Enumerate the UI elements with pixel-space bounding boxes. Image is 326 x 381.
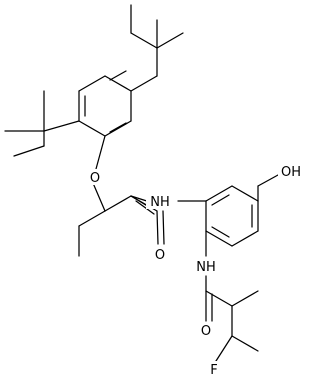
butanamide-chain	[78, 135, 165, 257]
atom-label-o-amide-upper: O	[153, 246, 167, 263]
hydroxyphenyl-ring	[177, 174, 279, 257]
ortho-tert-pentyl-group	[4, 90, 80, 157]
atom-label-nh-lower: NH	[192, 258, 220, 275]
atom-label-o-amide-lower: O	[199, 322, 213, 339]
atom-label-f: F	[207, 361, 221, 378]
atom-label-o-ether: O	[88, 169, 102, 186]
fluorobutanamide-chain	[205, 275, 259, 362]
svg-text:O: O	[155, 248, 165, 263]
svg-text:NH: NH	[150, 195, 170, 210]
svg-text:OH: OH	[281, 165, 301, 180]
svg-text:NH: NH	[196, 260, 216, 275]
atom-label-nh-upper: NH	[146, 193, 174, 210]
upper-tert-pentyl-group	[130, 4, 184, 77]
phenoxy-ring	[78, 70, 158, 137]
svg-text:O: O	[90, 171, 100, 186]
atom-label-oh: OH	[278, 163, 304, 180]
svg-text:O: O	[201, 324, 211, 339]
svg-text:F: F	[210, 363, 217, 378]
